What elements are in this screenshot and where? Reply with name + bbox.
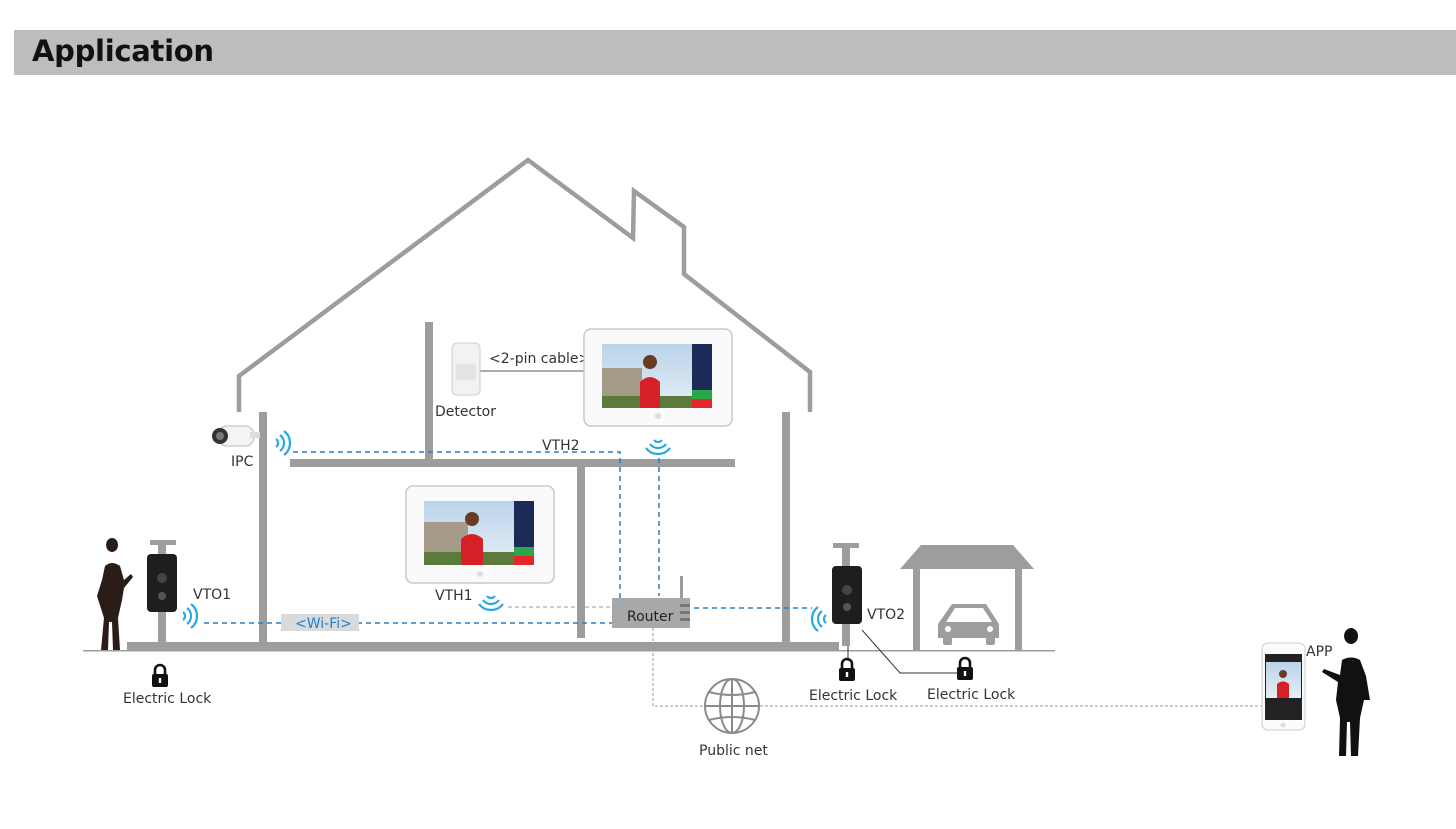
visitor-silhouette bbox=[97, 538, 133, 650]
cable-label: <2-pin cable> bbox=[489, 351, 590, 367]
page-title: Application bbox=[32, 34, 214, 68]
vto1-device bbox=[147, 540, 177, 645]
garage bbox=[900, 545, 1034, 651]
vto2-device bbox=[832, 543, 862, 646]
globe-icon bbox=[704, 678, 760, 734]
public-net-label: Public net bbox=[699, 743, 768, 759]
section-header: Application bbox=[14, 30, 1456, 75]
vto2-lock-label: Electric Lock bbox=[809, 688, 898, 704]
garage-lock-icon bbox=[955, 656, 975, 682]
user-silhouette bbox=[1322, 628, 1370, 756]
vto1-lock-label: Electric Lock bbox=[123, 691, 212, 707]
ipc-wifi-icon bbox=[274, 429, 292, 457]
vth2-label: VTH2 bbox=[542, 438, 580, 454]
vth1-label: VTH1 bbox=[435, 588, 473, 604]
wifi-label-box bbox=[281, 614, 359, 631]
wifi-label: <Wi-Fi> bbox=[295, 616, 352, 632]
detector-label: Detector bbox=[435, 404, 496, 420]
wifi-links bbox=[204, 451, 812, 624]
router-label: Router bbox=[627, 609, 674, 625]
vth2-wifi-icon bbox=[644, 438, 672, 456]
router bbox=[612, 576, 690, 628]
smartphone bbox=[1261, 642, 1306, 731]
vto1-wifi-icon bbox=[181, 602, 199, 630]
detector bbox=[451, 342, 481, 396]
app-label: APP bbox=[1306, 644, 1332, 660]
ipc-label: IPC bbox=[231, 454, 254, 470]
vto1-lock-icon bbox=[150, 663, 170, 689]
ipc-camera bbox=[212, 425, 260, 447]
garage-lock-label: Electric Lock bbox=[927, 687, 1016, 703]
house-outline bbox=[236, 157, 813, 412]
vto2-lock-icon bbox=[837, 657, 857, 683]
vth2-monitor bbox=[583, 328, 733, 427]
car-icon bbox=[938, 604, 999, 645]
vto2-label: VTO2 bbox=[867, 607, 905, 623]
wired-links bbox=[480, 370, 1262, 707]
vto2-wifi-icon bbox=[810, 605, 828, 633]
house-walls bbox=[83, 322, 1055, 652]
vto1-label: VTO1 bbox=[193, 587, 231, 603]
vth1-wifi-icon bbox=[477, 594, 505, 612]
vth1-monitor bbox=[405, 485, 555, 584]
